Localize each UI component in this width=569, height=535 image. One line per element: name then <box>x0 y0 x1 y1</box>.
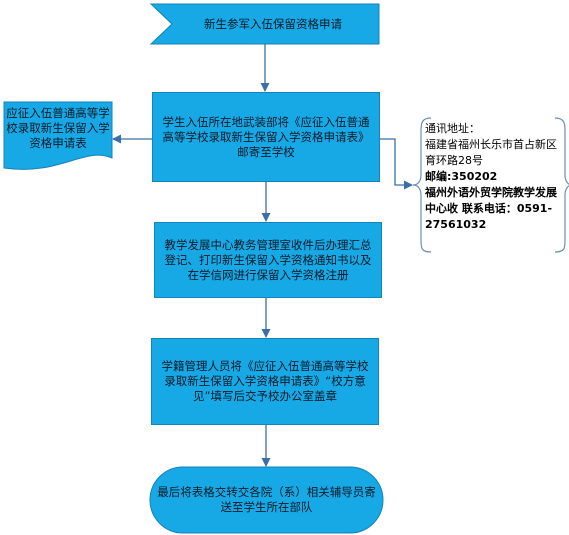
start-node: 新生参军入伍保留资格申请 <box>151 4 379 44</box>
stamp-process: 学籍管理人员将《应征入伍普通高等学校录取新生保留入学资格申请表》“校方意见”填写… <box>151 338 379 425</box>
register-process: 教学发展中心教务管理室收件后办理汇总登记、打印新生保留入学资格通知书以及在学信网… <box>154 222 382 298</box>
mail-form-label: 学生入伍所在地武装部将《应征入伍普通高等学校录取新生保留入学资格申请表》邮寄至学… <box>162 114 370 159</box>
contact-line-4: 福州外语外贸学院教学发展中心收 联系电话：0591-27561032 <box>425 186 557 231</box>
form-document-label: 应征入伍普通高等学校录取新生保留入学资格申请表 <box>6 105 110 150</box>
contact-line-3: 邮编:350202 <box>425 170 498 183</box>
contact-right-brace <box>554 117 569 253</box>
form-document-shape <box>3 101 113 170</box>
start-node-label: 新生参军入伍保留资格申请 <box>204 16 342 31</box>
arrow-mail-to-contact <box>380 138 413 190</box>
contact-annotation: 通讯地址： 福建省福州长乐市首占新区育环路28号 邮编:350202 福州外语外… <box>425 121 557 233</box>
stamp-label: 学籍管理人员将《应征入伍普通高等学校录取新生保留入学资格申请表》“校方意见”填写… <box>161 359 369 403</box>
register-label: 教学发展中心教务管理室收件后办理汇总登记、打印新生保留入学资格通知书以及在学信网… <box>164 237 372 282</box>
contact-left-brace <box>412 117 432 253</box>
mail-form-process: 学生入伍所在地武装部将《应征入伍普通高等学校录取新生保留入学资格申请表》邮寄至学… <box>152 92 380 182</box>
end-node-label: 最后将表格交转交各院（系）相关辅导员寄送至学生所在部队 <box>157 485 376 514</box>
end-node-shape <box>149 466 384 534</box>
contact-line-2: 福建省福州长乐市首占新区育环路28号 <box>425 138 557 167</box>
end-node: 最后将表格交转交各院（系）相关辅导员寄送至学生所在部队 <box>150 467 383 533</box>
contact-line-1: 通讯地址： <box>425 122 480 135</box>
form-document: 应征入伍普通高等学校录取新生保留入学资格申请表 <box>4 102 112 164</box>
